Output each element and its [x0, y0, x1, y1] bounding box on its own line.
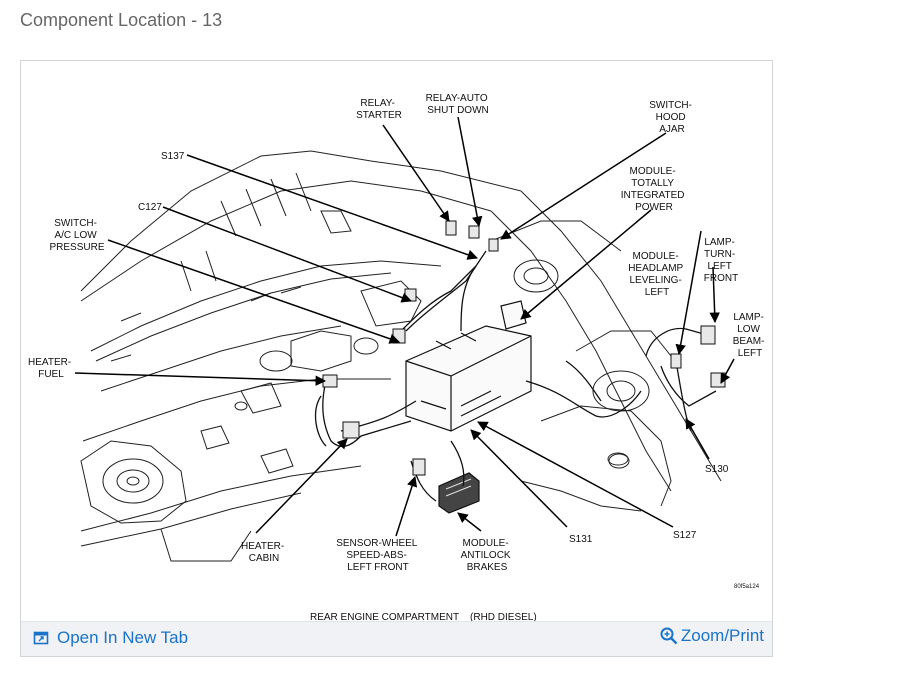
label-heater-fuel: HEATER- FUEL [28, 357, 74, 380]
label-module-tip: MODULE- TOTALLY INTEGRATED POWER [621, 166, 688, 213]
open-in-new-tab-link[interactable]: Open In New Tab [33, 628, 188, 648]
label-c127: C127 [138, 202, 162, 213]
figure-footer: Open In New Tab Zoom/Print [21, 621, 772, 656]
tipm-module-drawing [405, 300, 532, 432]
label-switch-hood-ajar: SWITCH- HOOD AJAR [649, 100, 695, 135]
diagram-labels: RELAY- STARTER RELAY-AUTO SHUT DOWN SWIT… [28, 93, 767, 621]
label-heater-cabin: HEATER- CABIN [241, 541, 287, 564]
abs-module-drawing [438, 472, 480, 514]
label-switch-ac-low-pressure: SWITCH- A/C LOW PRESSURE [49, 218, 104, 253]
diagram-caption: REAR ENGINE COMPARTMENT (RHD DIESEL) [310, 612, 537, 621]
zoom-print-link[interactable]: Zoom/Print [659, 626, 764, 646]
page-title: Component Location - 13 [20, 10, 223, 30]
label-module-antilock-brakes: MODULE- ANTILOCK BRAKES [461, 538, 514, 573]
label-module-headlamp-leveling: MODULE- HEADLAMP LEVELING- LEFT [628, 251, 686, 298]
label-s131: S131 [569, 534, 593, 545]
label-s137: S137 [161, 151, 185, 162]
label-relay-asd: RELAY-AUTO SHUT DOWN [426, 93, 491, 116]
label-relay-starter: RELAY- STARTER [356, 98, 402, 121]
leader-arrows [74, 116, 735, 537]
label-s127: S127 [673, 530, 697, 541]
open-new-tab-icon [33, 631, 49, 645]
diagram-card: RELAY- STARTER RELAY-AUTO SHUT DOWN SWIT… [20, 60, 773, 657]
magnifier-icon [660, 627, 678, 645]
label-lamp-low-beam-left: LAMP- LOW BEAM- LEFT [733, 312, 767, 359]
open-in-new-tab-label: Open In New Tab [57, 628, 189, 647]
figure-code: 80f5a124 [734, 584, 760, 590]
component-location-diagram: RELAY- STARTER RELAY-AUTO SHUT DOWN SWIT… [28, 93, 767, 621]
label-sensor-wheel-speed: SENSOR-WHEEL SPEED-ABS- LEFT FRONT [336, 538, 420, 573]
connectors-drawing [322, 220, 726, 476]
label-lamp-turn-left-front: LAMP- TURN- LEFT FRONT [704, 237, 738, 284]
label-s130: S130 [705, 464, 729, 475]
zoom-print-label: Zoom/Print [680, 626, 764, 645]
